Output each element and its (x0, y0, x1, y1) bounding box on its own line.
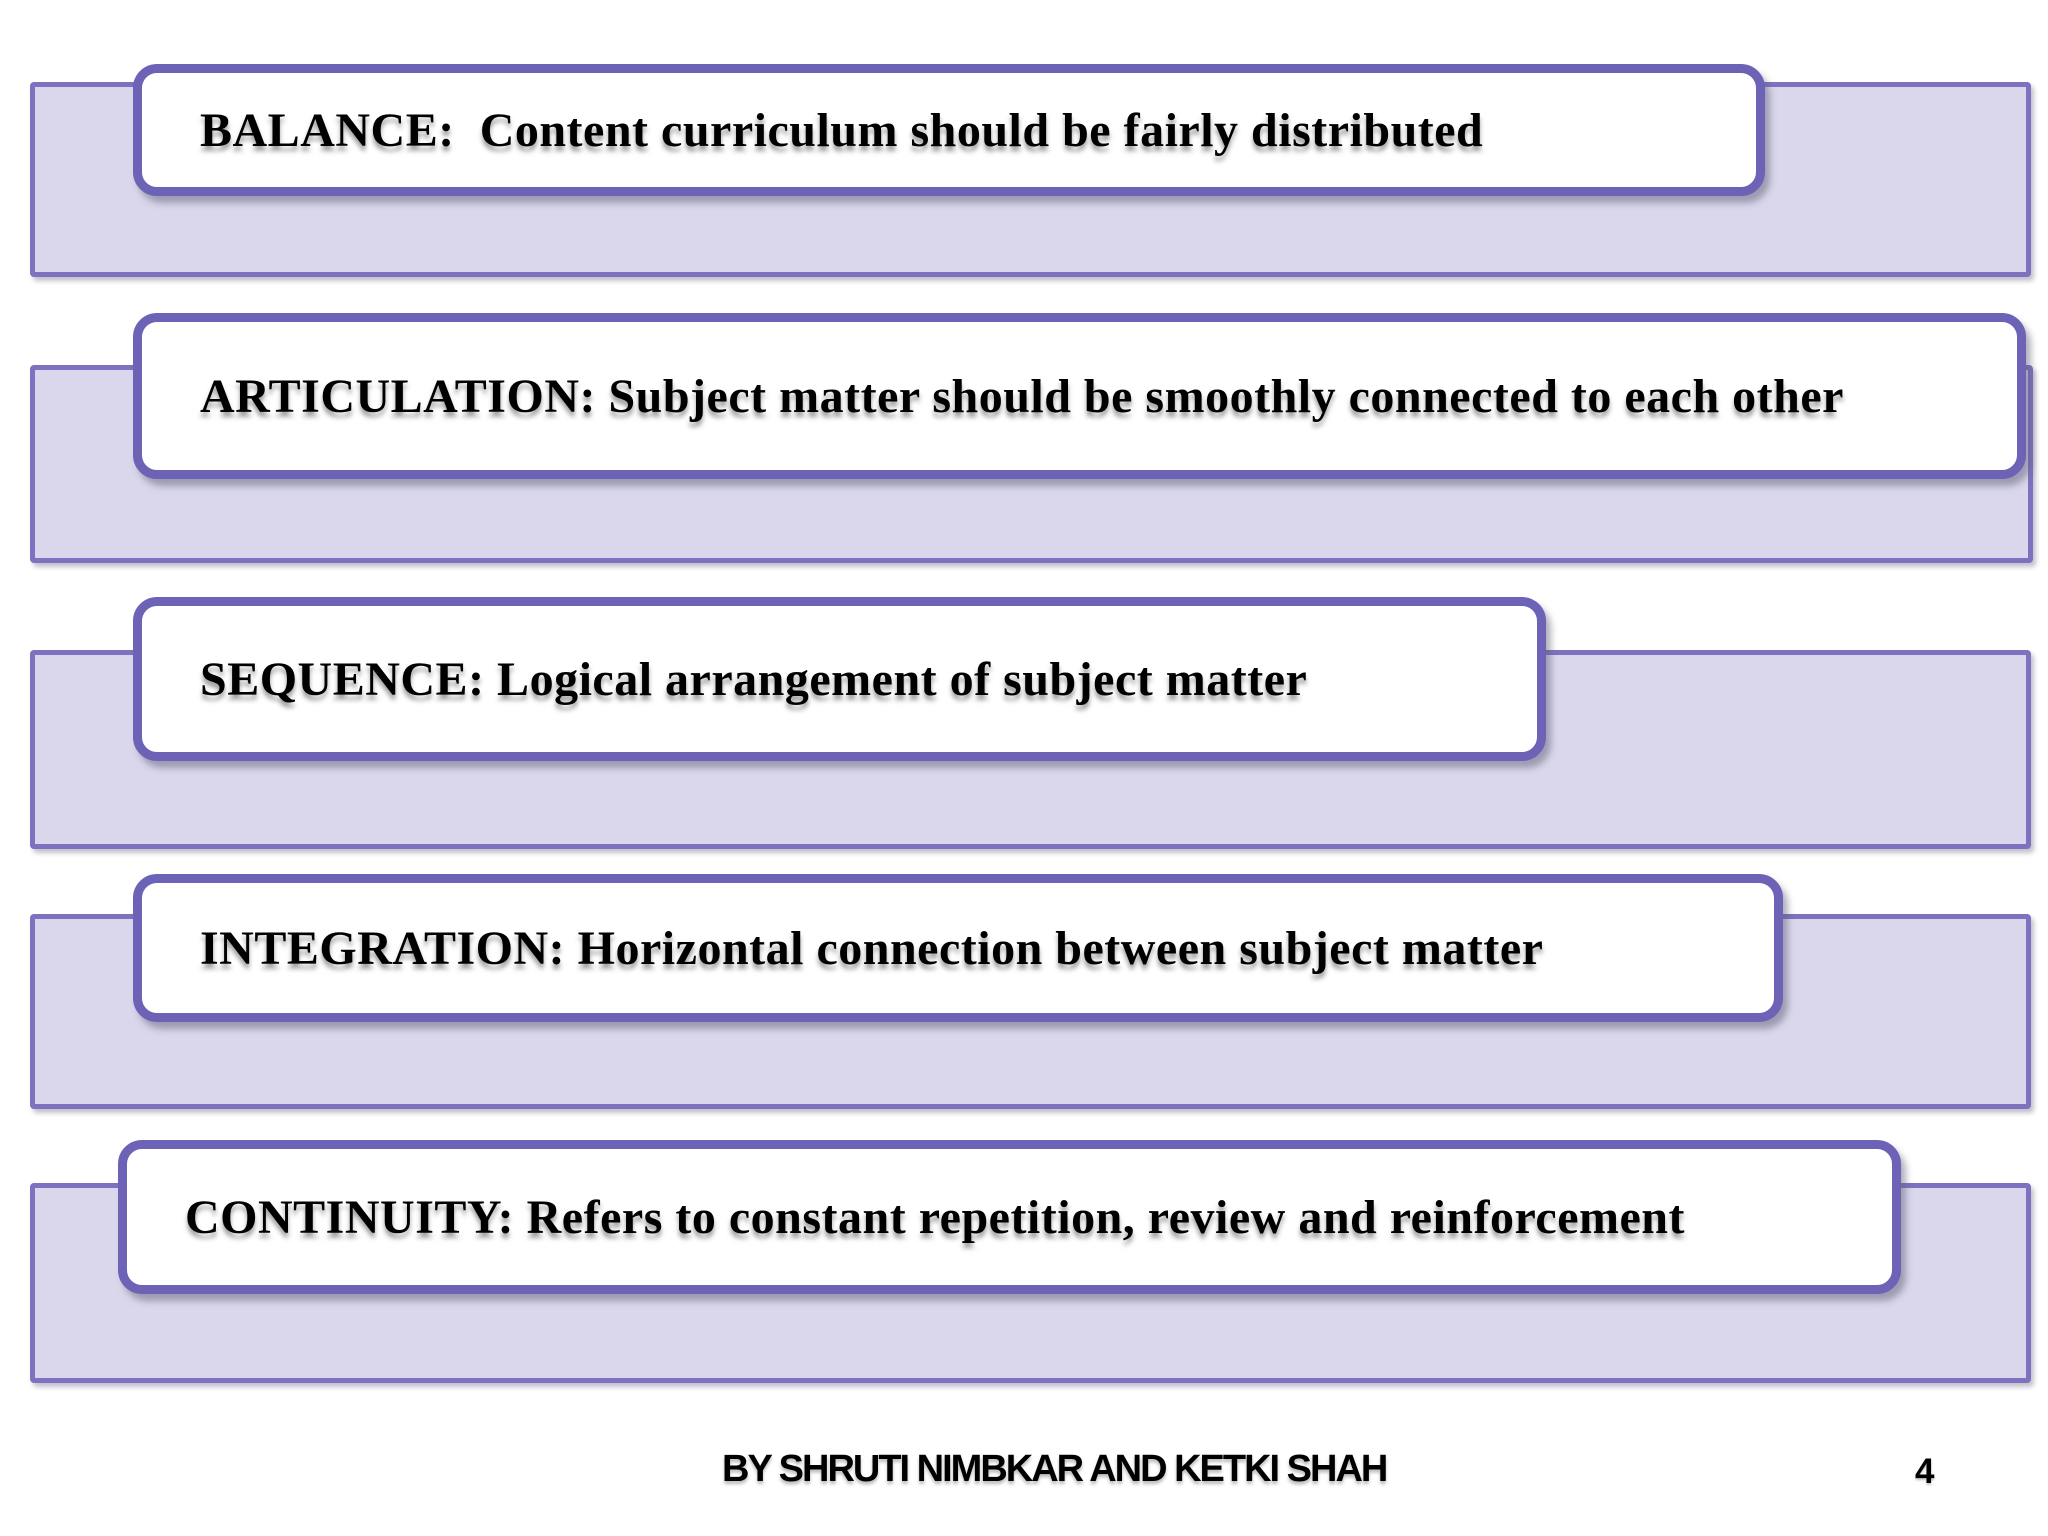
row-balance-text: BALANCE: Content curriculum should be fa… (200, 103, 1484, 157)
row-articulation-background-bar (30, 365, 2033, 563)
row-sequence-background-bar (30, 650, 2031, 849)
row-sequence-title-box: SEQUENCE: Logical arrangement of subject… (133, 597, 1546, 761)
row-integration-title-box: INTEGRATION: Horizontal connection betwe… (133, 874, 1783, 1022)
row-balance-title-box: BALANCE: Content curriculum should be fa… (133, 64, 1765, 196)
row-balance-background-bar (30, 82, 2031, 277)
row-integration-text: INTEGRATION: Horizontal connection betwe… (200, 921, 1544, 975)
row-articulation-text: ARTICULATION: Subject matter should be s… (200, 369, 1844, 423)
row-continuity-background-bar (30, 1183, 2031, 1383)
footer-credit: BY SHRUTI NIMBKAR AND KETKI SHAH (722, 1448, 1388, 1490)
row-integration-background-bar (30, 914, 2031, 1109)
row-sequence-text: SEQUENCE: Logical arrangement of subject… (200, 652, 1308, 706)
row-continuity-title-box: CONTINUITY: Refers to constant repetitio… (118, 1140, 1901, 1294)
page-number: 4 (1915, 1452, 1935, 1491)
row-continuity-text: CONTINUITY: Refers to constant repetitio… (185, 1190, 1685, 1244)
row-articulation-title-box: ARTICULATION: Subject matter should be s… (133, 313, 2026, 479)
